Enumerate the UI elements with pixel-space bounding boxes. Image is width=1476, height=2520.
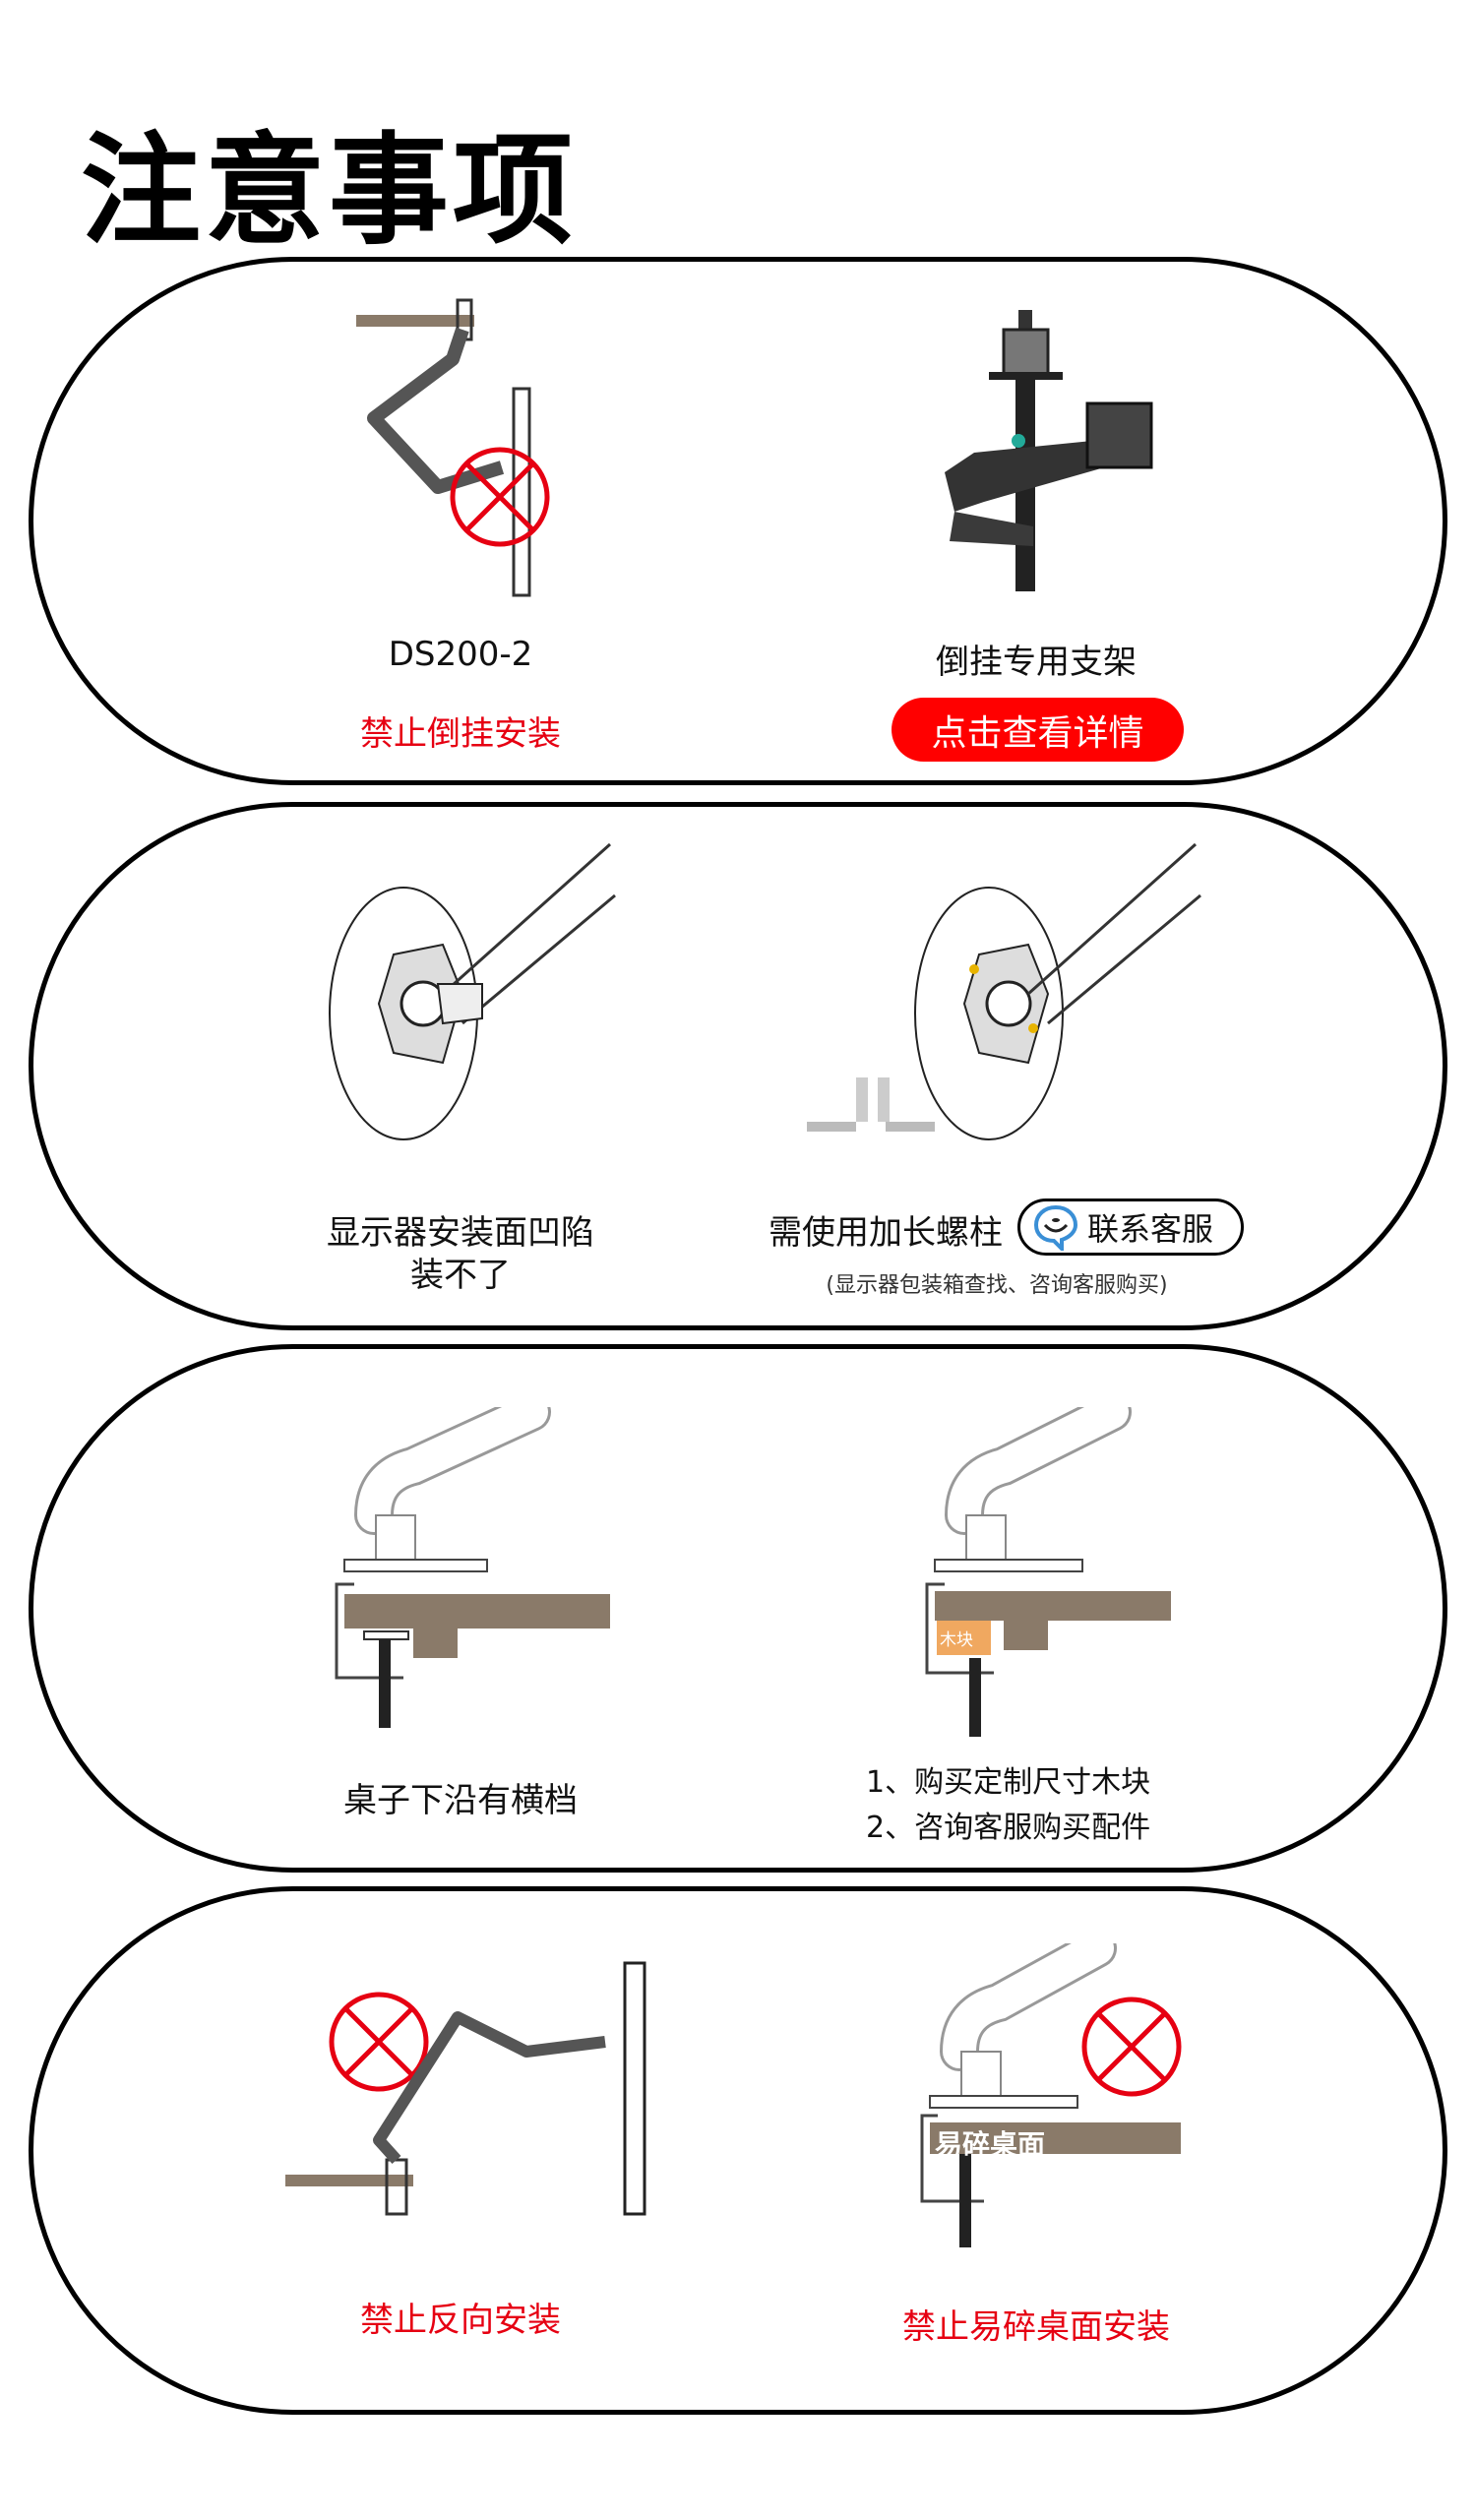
panel-prohibited-installs xyxy=(29,1886,1447,2415)
prohibited-icon xyxy=(450,447,550,547)
panel-recessed-mount xyxy=(29,802,1447,1330)
contact-service-button[interactable]: 联系客服 xyxy=(1017,1199,1244,1256)
warning-no-reverse: 禁止反向安装 xyxy=(360,2301,561,2340)
recessed-monitor-illustration xyxy=(329,842,616,1140)
view-details-button[interactable]: 点击查看详情 xyxy=(892,698,1184,762)
prohibited-icon xyxy=(1081,1997,1182,2097)
solution-line-2: 2、咨询客服购买配件 xyxy=(866,1811,1151,1845)
inverted-bracket-caption: 倒挂专用支架 xyxy=(936,643,1137,682)
inverted-bracket-illustration xyxy=(945,310,1153,591)
wood-block-label: 木块 xyxy=(940,1630,973,1650)
extension-screws-illustration xyxy=(807,842,1201,1140)
inverted-arm-illustration xyxy=(356,298,550,597)
wood-block-illustration xyxy=(925,1407,1171,1737)
fragile-desk-illustration xyxy=(920,1943,1182,2247)
recessed-caption-line1: 显示器安装面凹陷 xyxy=(327,1213,594,1253)
page-title: 注意事项 xyxy=(81,121,577,261)
prohibited-icon xyxy=(329,1992,429,2092)
warning-no-fragile-desk: 禁止易碎桌面安装 xyxy=(902,2307,1170,2347)
reverse-mount-illustration xyxy=(285,1961,646,2216)
panel-no-inverted-mount xyxy=(29,257,1447,785)
crossbar-desk-illustration xyxy=(335,1407,610,1728)
fragile-desk-label: 易碎桌面 xyxy=(935,2128,1046,2161)
warning-no-inverted: 禁止倒挂安装 xyxy=(360,714,561,754)
extension-screw-caption: 需使用加长螺柱 xyxy=(769,1213,1003,1253)
crossbar-caption: 桌子下沿有横档 xyxy=(343,1781,578,1820)
panel-desk-crossbar xyxy=(29,1344,1447,1873)
chat-bubble-icon xyxy=(1033,1204,1078,1251)
solution-line-1: 1、购买定制尺寸木块 xyxy=(866,1765,1151,1800)
recessed-caption-line2: 装不了 xyxy=(410,1256,511,1295)
screw-note: (显示器包装箱查找、咨询客服购买) xyxy=(826,1273,1168,1298)
contact-service-label: 联系客服 xyxy=(1087,1210,1214,1248)
model-label: DS200-2 xyxy=(388,635,533,674)
